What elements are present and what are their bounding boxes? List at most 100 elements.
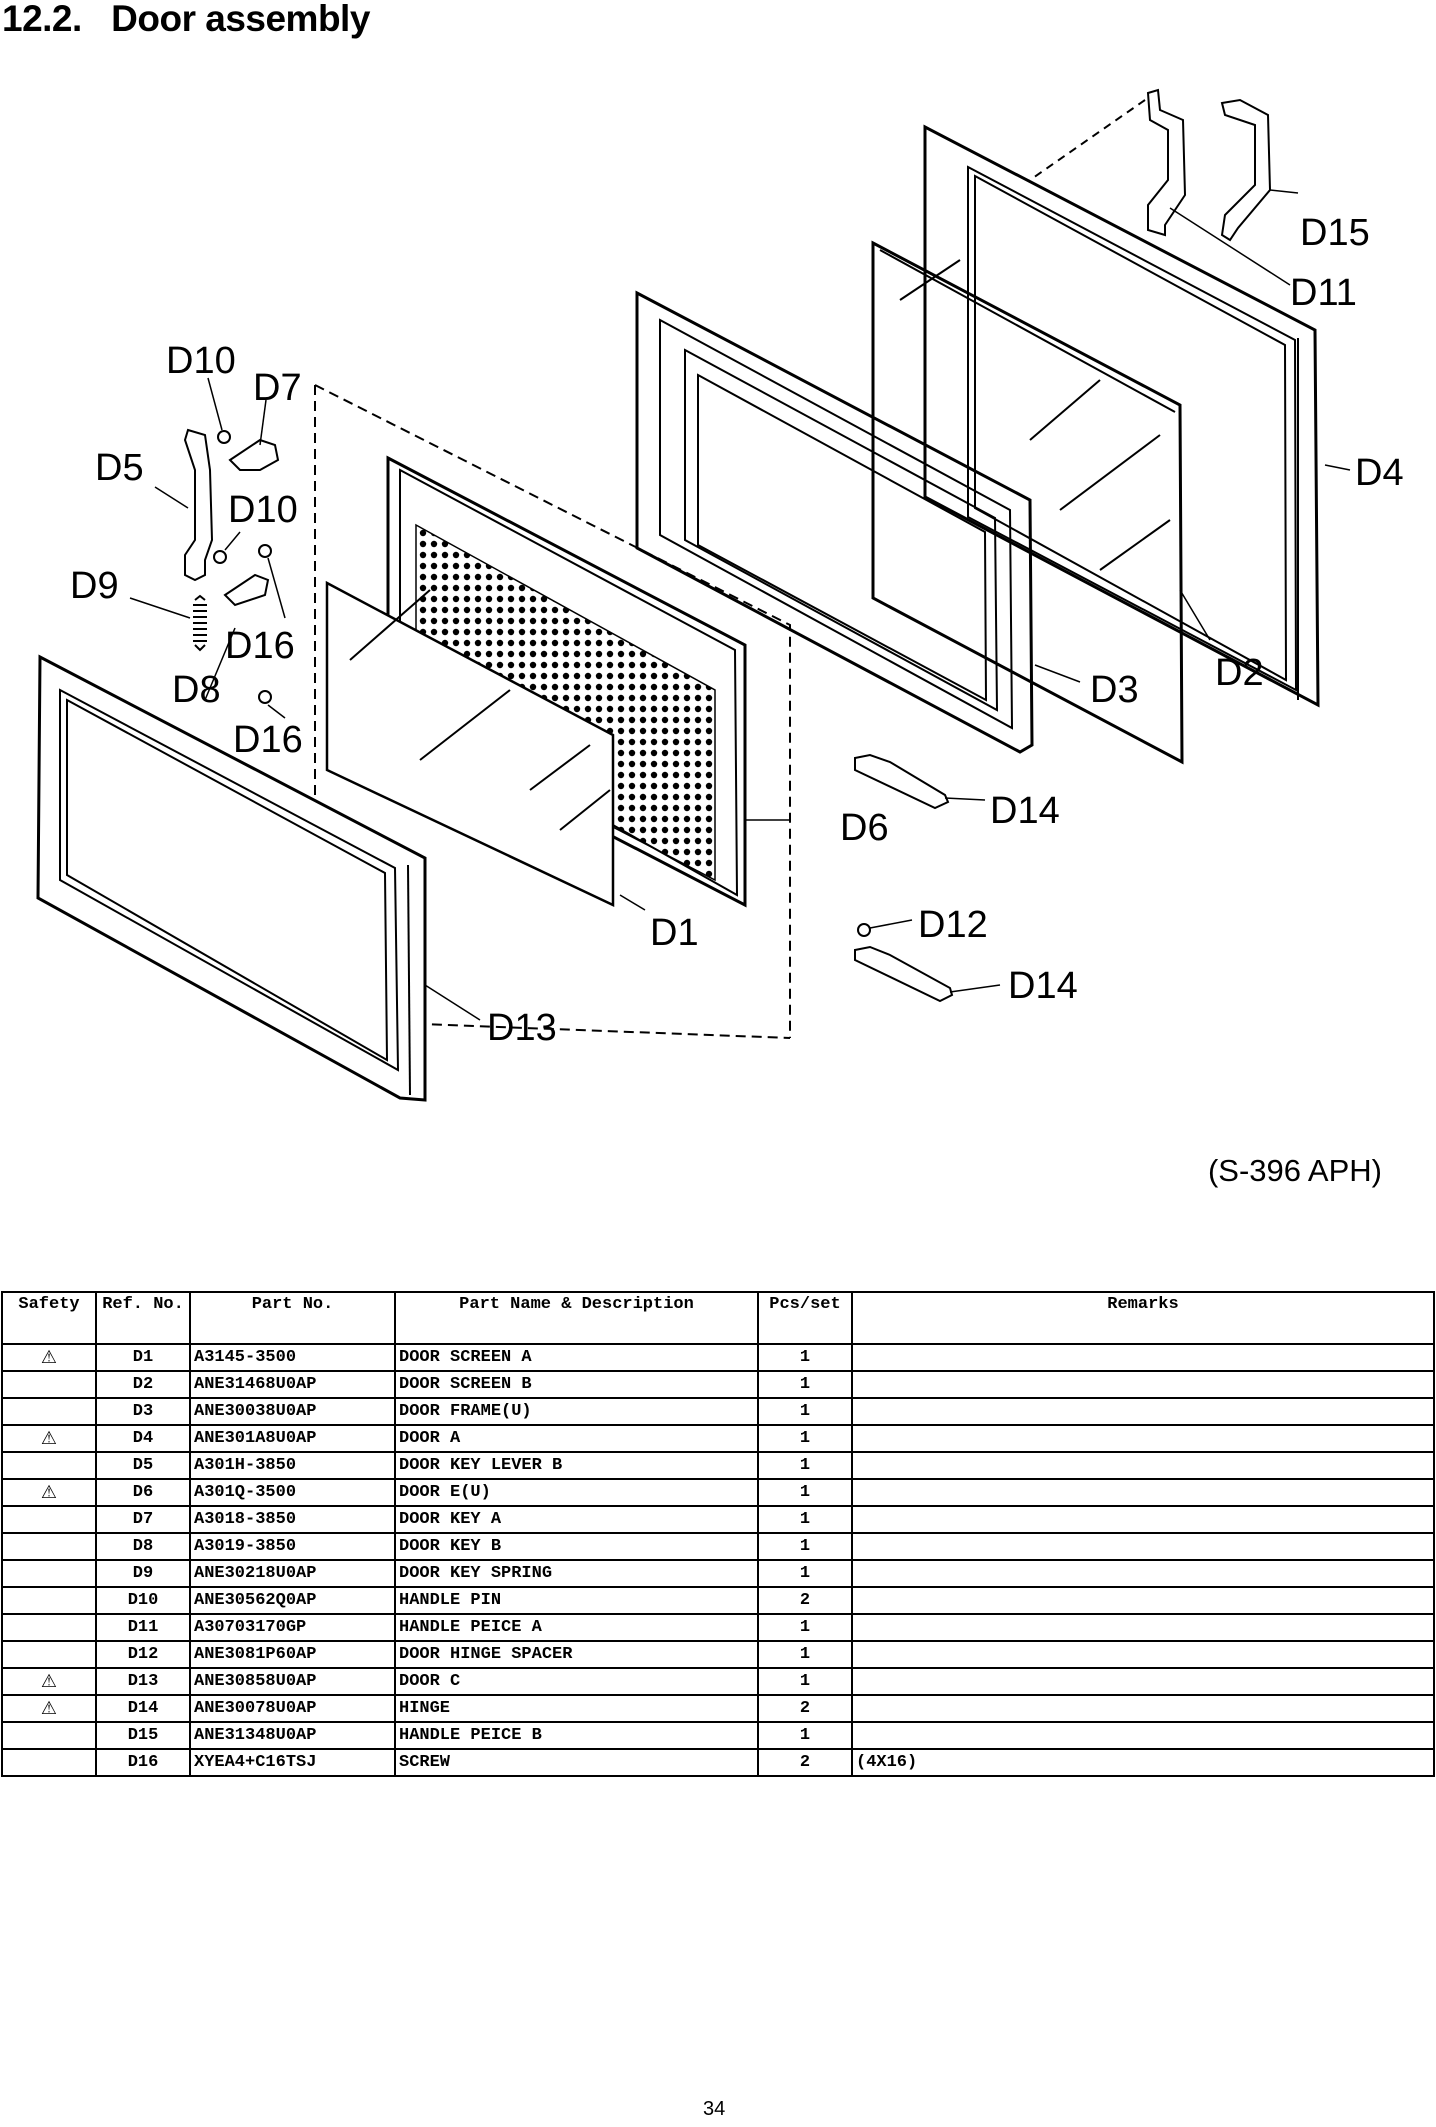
safety-warning-icon	[1, 1613, 97, 1642]
cell-part-no: ANE30858U0AP	[189, 1667, 396, 1696]
safety-warning-icon: ⚠	[1, 1424, 97, 1453]
cell-description: DOOR KEY B	[394, 1532, 759, 1561]
callout-d6: D6	[840, 807, 889, 849]
cell-description: DOOR E(U)	[394, 1478, 759, 1507]
callout-d7: D7	[253, 367, 302, 409]
assembly-line	[314, 384, 791, 1038]
callout-d13: D13	[487, 1007, 557, 1049]
cell-pcs: 1	[757, 1424, 853, 1453]
part-d13-door-c	[36, 654, 427, 1102]
cell-part-no: A301Q-3500	[189, 1478, 396, 1507]
header-part-no: Part No.	[189, 1291, 396, 1345]
cell-pcs: 1	[757, 1343, 853, 1372]
exploded-view-diagram: D10 D7 D5 D10 D9 D16 D8 D16 D13 D1 D6 D3…	[0, 60, 1436, 1210]
cell-ref-no: D15	[95, 1721, 191, 1750]
cell-part-no: A3018-3850	[189, 1505, 396, 1534]
cell-ref-no: D16	[95, 1748, 191, 1777]
callout-d10: D10	[166, 340, 236, 382]
part-d15-handle-piece-b	[1220, 98, 1272, 242]
cell-pcs: 1	[757, 1559, 853, 1588]
cell-pcs: 1	[757, 1397, 853, 1426]
cell-part-no: ANE30078U0AP	[189, 1694, 396, 1723]
callout-d16: D16	[233, 719, 303, 761]
part-d7-door-key-a	[228, 438, 280, 471]
cell-description: DOOR KEY LEVER B	[394, 1451, 759, 1480]
safety-warning-icon	[1, 1451, 97, 1480]
cell-ref-no: D12	[95, 1640, 191, 1669]
part-d16-screw	[258, 690, 272, 704]
header-remarks: Remarks	[851, 1291, 1435, 1345]
cell-description: DOOR SCREEN B	[394, 1370, 759, 1399]
cell-ref-no: D11	[95, 1613, 191, 1642]
safety-warning-icon: ⚠	[1, 1343, 97, 1372]
part-d12-door-hinge-spacer	[857, 923, 871, 937]
callout-d8: D8	[172, 669, 221, 711]
header-description: Part Name & Description	[394, 1291, 759, 1345]
cell-remarks	[851, 1559, 1435, 1588]
section-title: Door assembly	[111, 0, 370, 39]
cell-remarks	[851, 1667, 1435, 1696]
cell-part-no: XYEA4+C16TSJ	[189, 1748, 396, 1777]
cell-ref-no: D8	[95, 1532, 191, 1561]
cell-description: DOOR KEY SPRING	[394, 1559, 759, 1588]
part-d14-hinge-lower	[854, 945, 954, 1003]
parts-table: Safety Ref. No. Part No. Part Name & Des…	[1, 1291, 1435, 1777]
cell-remarks	[851, 1640, 1435, 1669]
callout-d2: D2	[1215, 652, 1264, 694]
safety-warning-icon	[1, 1370, 97, 1399]
callout-d12: D12	[918, 904, 988, 946]
cell-part-no: ANE3081P60AP	[189, 1640, 396, 1669]
cell-remarks	[851, 1424, 1435, 1453]
safety-warning-icon	[1, 1586, 97, 1615]
cell-ref-no: D1	[95, 1343, 191, 1372]
assembly-line	[314, 385, 791, 1039]
cell-part-no: ANE30218U0AP	[189, 1559, 396, 1588]
safety-warning-icon	[1, 1721, 97, 1750]
cell-ref-no: D5	[95, 1451, 191, 1480]
cell-ref-no: D2	[95, 1370, 191, 1399]
safety-warning-icon	[1, 1748, 97, 1777]
cell-part-no: A3019-3850	[189, 1532, 396, 1561]
cell-remarks	[851, 1478, 1435, 1507]
cell-pcs: 2	[757, 1586, 853, 1615]
cell-ref-no: D7	[95, 1505, 191, 1534]
cell-pcs: 2	[757, 1694, 853, 1723]
cell-ref-no: D13	[95, 1667, 191, 1696]
cell-pcs: 2	[757, 1748, 853, 1777]
safety-warning-icon: ⚠	[1, 1667, 97, 1696]
cell-description: DOOR KEY A	[394, 1505, 759, 1534]
cell-remarks	[851, 1370, 1435, 1399]
cell-part-no: ANE31348U0AP	[189, 1721, 396, 1750]
safety-warning-icon: ⚠	[1, 1694, 97, 1723]
safety-warning-icon	[1, 1532, 97, 1561]
cell-part-no: A30703170GP	[189, 1613, 396, 1642]
section-number: 12.2.	[2, 0, 82, 39]
part-d16-screw	[258, 544, 272, 558]
cell-description: HINGE	[394, 1694, 759, 1723]
callout-d5: D5	[95, 447, 144, 489]
assembly-line	[1029, 99, 1146, 181]
part-d9-door-key-spring	[193, 594, 207, 652]
callout-d4: D4	[1355, 452, 1404, 494]
safety-warning-icon	[1, 1505, 97, 1534]
cell-description: DOOR FRAME(U)	[394, 1397, 759, 1426]
cell-pcs: 1	[757, 1532, 853, 1561]
safety-warning-icon: ⚠	[1, 1478, 97, 1507]
cell-remarks	[851, 1451, 1435, 1480]
cell-ref-no: D6	[95, 1478, 191, 1507]
callout-d3: D3	[1090, 669, 1139, 711]
part-d14-hinge-upper	[854, 753, 950, 810]
cell-remarks	[851, 1613, 1435, 1642]
cell-part-no: ANE30038U0AP	[189, 1397, 396, 1426]
part-d8-door-key-b	[223, 573, 270, 607]
cell-ref-no: D4	[95, 1424, 191, 1453]
cell-description: HANDLE PEICE B	[394, 1721, 759, 1750]
cell-ref-no: D9	[95, 1559, 191, 1588]
model-label: (S-396 APH)	[1207, 1153, 1382, 1188]
